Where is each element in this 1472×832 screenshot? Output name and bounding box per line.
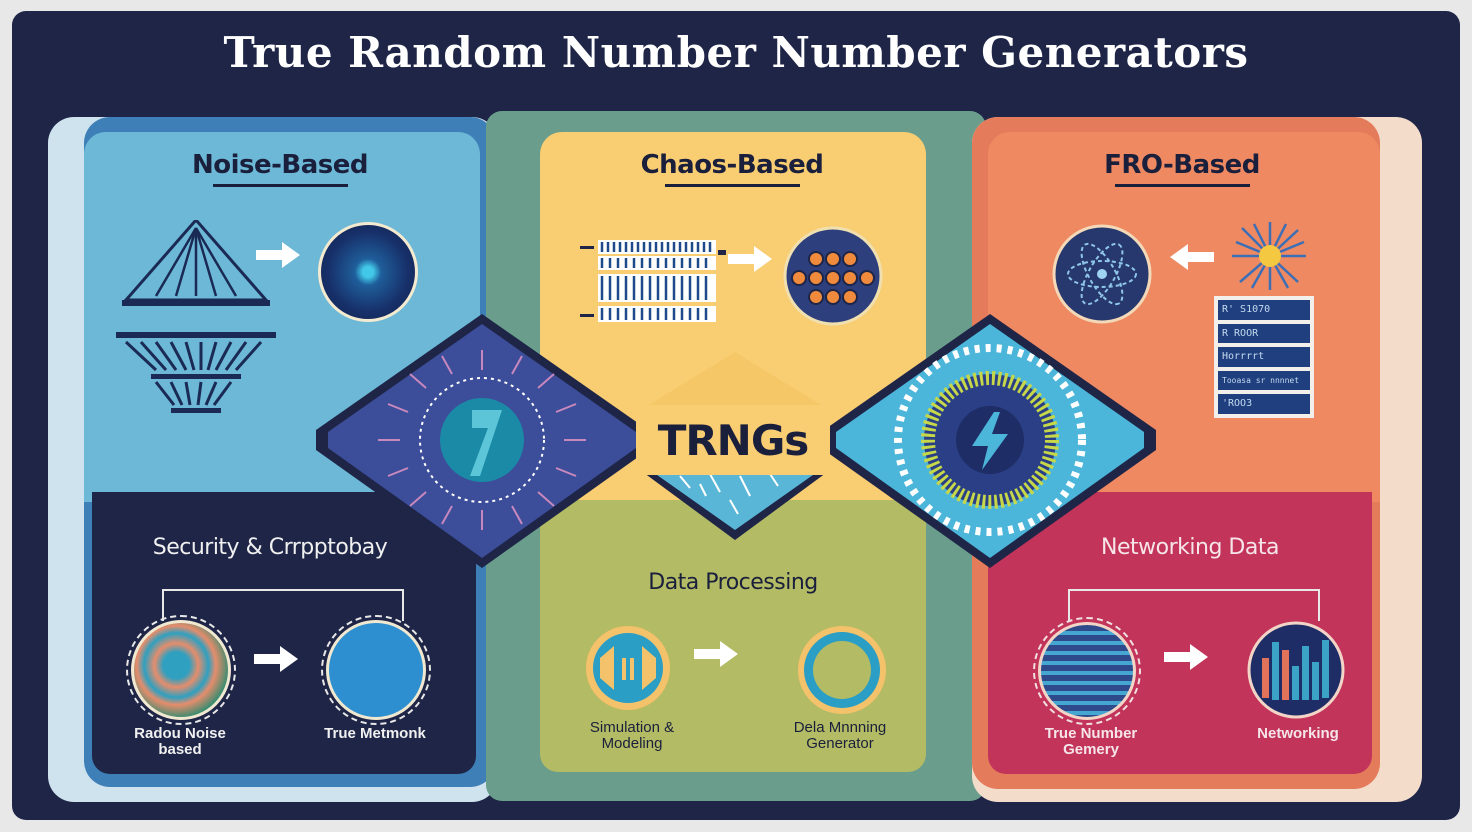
arrow-right-icon <box>694 641 738 667</box>
arrow-right-icon <box>254 646 298 672</box>
noise-title: Noise-Based <box>150 150 410 187</box>
arrow-right-icon <box>728 246 772 272</box>
fro-hexagon-emblem <box>824 314 1156 568</box>
chaos-item-1-label: Simulation & Modeling <box>589 719 675 752</box>
arrow-left-icon <box>1170 244 1214 270</box>
title-underline <box>212 184 348 187</box>
fro-title: FRO-Based <box>1052 150 1312 187</box>
speaker-icon <box>586 626 670 710</box>
noise-bottom-title: Security & Crrpptobay <box>152 535 388 560</box>
noise-swirl-icon <box>126 615 236 725</box>
chip-row: R' S1070 <box>1218 300 1310 320</box>
center-hex-top <box>644 352 826 408</box>
center-hex-pattern <box>640 470 830 540</box>
circuit-board-icon <box>580 240 726 322</box>
fro-item-1-label: True Number Gemery <box>1044 725 1138 758</box>
oscillator-chip-icon: R' S1070 R ROOR Horrrrt Tooasa sr nnnnet… <box>1214 296 1314 418</box>
title-underline <box>664 184 800 187</box>
arrow-right-icon <box>1164 644 1208 670</box>
arrow-right-icon <box>256 242 300 268</box>
bar-graph-icon <box>1247 621 1345 719</box>
fro-connector <box>1068 589 1320 621</box>
chip-row: 'ROO3 <box>1218 394 1310 414</box>
dot-matrix-icon <box>783 226 883 326</box>
noise-item-2-label: True Metmonk <box>324 725 426 742</box>
chaos-title: Chaos-Based <box>600 150 864 187</box>
chaos-item-2-label: Dela Mnnning Generator <box>793 719 887 752</box>
chip-row: Horrrrt <box>1218 347 1310 367</box>
page-title: True Random Number Number Generators <box>223 28 1249 77</box>
trngs-center-label: TRNGs <box>636 405 830 475</box>
atom-icon <box>1052 224 1152 324</box>
neural-sphere-icon <box>318 222 418 322</box>
hexagon-network-icon <box>321 615 431 725</box>
fro-item-2-label: Networking <box>1257 725 1339 742</box>
noise-connector <box>162 589 404 621</box>
ring-icon <box>798 626 886 714</box>
sunburst-icon <box>1232 222 1306 290</box>
noise-pyramid-icon <box>116 220 276 413</box>
noise-hexagon-emblem <box>316 314 648 568</box>
chip-row: R ROOR <box>1218 323 1310 344</box>
noise-item-1-label: Radou Noise based <box>134 725 226 758</box>
database-icon <box>1033 617 1141 725</box>
fro-bottom-title: Networking Data <box>1101 535 1279 560</box>
title-underline <box>1114 184 1250 187</box>
chip-row: Tooasa sr nnnnet <box>1218 370 1310 391</box>
chaos-bottom-title: Data Processing <box>648 570 818 595</box>
